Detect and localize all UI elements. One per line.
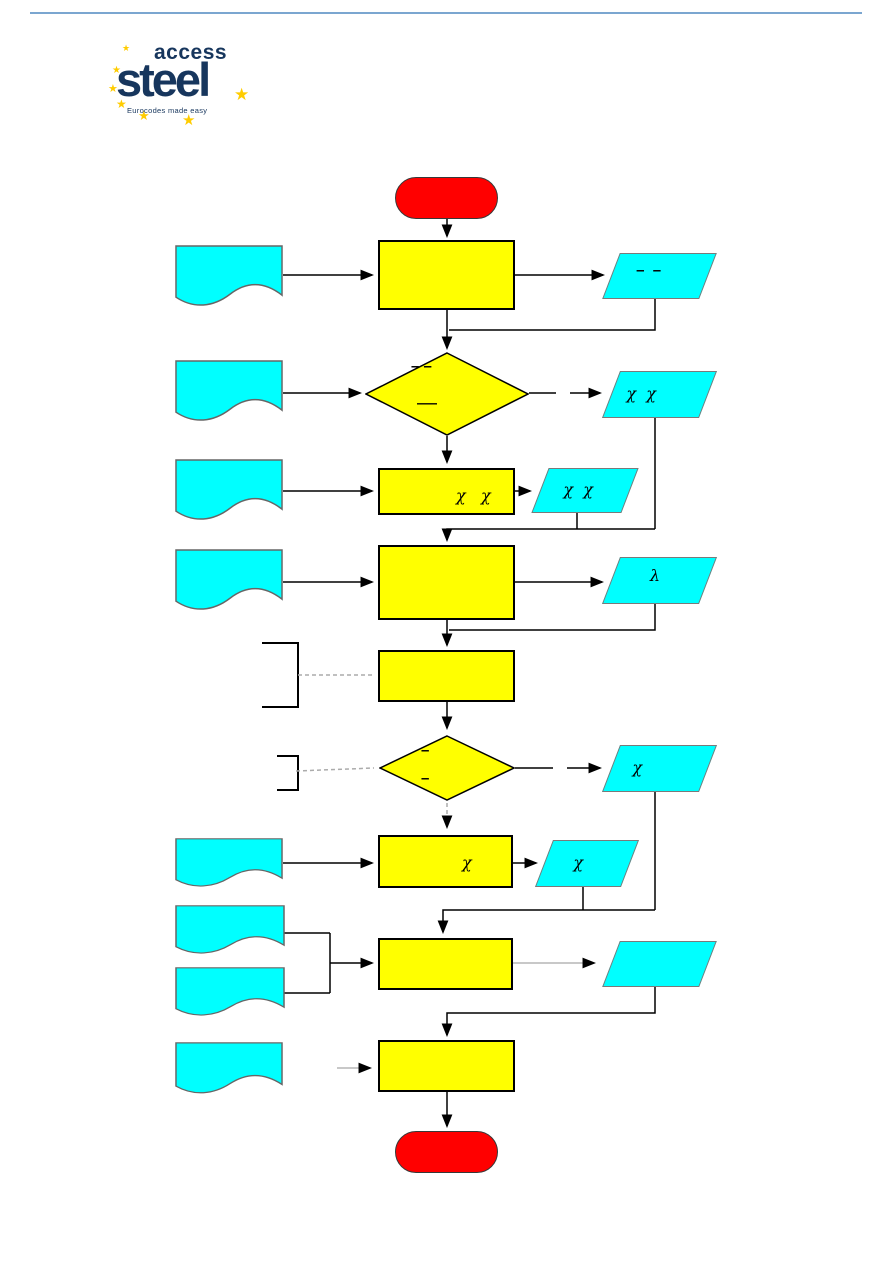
output-1-label: – –: [636, 262, 662, 279]
output-parallelogram-5: χ: [601, 745, 718, 792]
decision-2-top-mark: –: [421, 742, 430, 759]
end-terminator: [395, 1131, 498, 1173]
eu-star-icon: ★: [182, 112, 196, 129]
annotation-brackets: [262, 642, 299, 791]
document-input-6: [175, 905, 285, 957]
document-input-7: [175, 967, 285, 1019]
output-5-label: χ: [632, 758, 643, 777]
faded-connectors: [337, 957, 597, 1074]
process-box-7: [378, 1040, 515, 1092]
flow-connectors: [283, 218, 656, 1129]
eu-star-icon: ★: [112, 65, 121, 76]
access-steel-logo: ★ ★ ★ ★ ★ ★ ★ access steel Eurocodes mad…: [108, 40, 270, 130]
document-input-4: [175, 549, 283, 614]
logo-tagline: Eurocodes made easy: [127, 106, 208, 115]
output-parallelogram-2: χ χ: [601, 371, 718, 418]
eu-star-icon: ★: [234, 85, 250, 104]
eu-star-icon: ★: [108, 83, 118, 95]
process-box-5: χ: [378, 835, 513, 888]
document-input-5: [175, 838, 283, 890]
output-parallelogram-3: χ χ: [531, 468, 639, 513]
process-box-5-label: χ: [462, 853, 472, 872]
decision-1-mid-mark: —: [417, 392, 437, 414]
decision-1-top-marks: – –: [411, 358, 432, 375]
document-input-8: [175, 1042, 283, 1097]
logo-text-access: access: [154, 41, 228, 64]
output-parallelogram-1: – –: [602, 253, 717, 299]
eu-star-icon: ★: [116, 97, 127, 111]
document-input-1: [175, 245, 283, 310]
header-rule: [30, 12, 862, 14]
process-box-2-label: χ χ: [456, 486, 491, 505]
document-input-2: [175, 360, 283, 425]
annotation-bracket-2: [277, 755, 299, 791]
output-3-label: χ χ: [563, 480, 593, 499]
output-parallelogram-7: [602, 941, 717, 987]
document-input-3: [175, 459, 283, 524]
logo-text-steel: steel: [116, 53, 211, 106]
output-parallelogram-4: λ: [601, 557, 718, 604]
process-box-6: [378, 938, 513, 990]
decision-2-mid-mark: –: [421, 770, 430, 787]
output-6-label: χ: [573, 853, 584, 872]
start-terminator: [395, 177, 498, 219]
process-box-1: [378, 240, 515, 310]
output-4-label: λ: [649, 566, 661, 585]
process-box-4: [378, 650, 515, 702]
decision-diamond-1: – – —: [364, 352, 530, 436]
eu-star-icon: ★: [138, 108, 150, 123]
decision-diamond-2: – –: [378, 735, 516, 801]
output-parallelogram-6: χ: [534, 840, 640, 887]
output-2-label: χ χ: [626, 384, 656, 403]
process-box-2: χ χ: [378, 468, 515, 515]
dashed-connectors: [295, 674, 453, 830]
process-box-3: [378, 545, 515, 620]
annotation-bracket-1: [262, 642, 299, 708]
eu-star-icon: ★: [122, 43, 131, 53]
